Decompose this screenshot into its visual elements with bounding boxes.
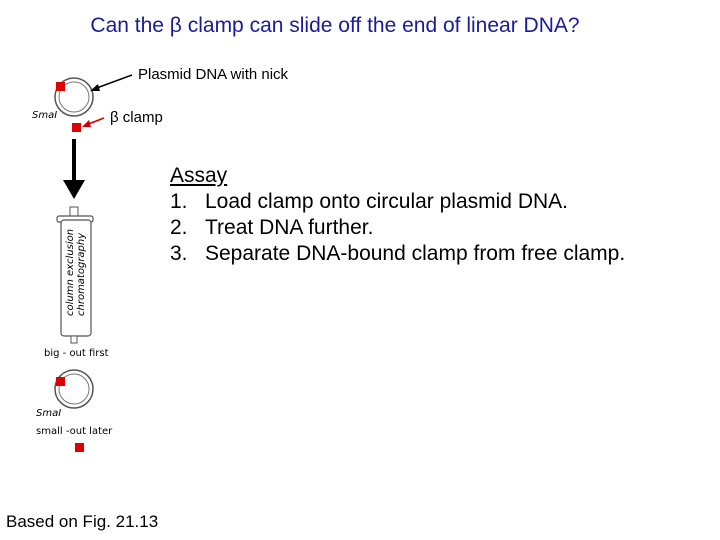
clamp-marker-top — [56, 82, 65, 91]
small-out-label: small -out later — [36, 426, 113, 437]
smai-label-bottom: SmaI — [36, 408, 61, 419]
clamp-marker-free-top — [72, 123, 81, 132]
assay-step: 2. Treat DNA further. — [170, 215, 625, 241]
smai-label-top: SmaI — [32, 110, 57, 121]
down-arrow-icon — [63, 139, 85, 199]
slide-title: Can the β clamp can slide off the end of… — [90, 14, 580, 37]
column-label-line1: column exclusion — [65, 229, 76, 316]
beta-clamp-label: β clamp — [110, 109, 163, 126]
step-text: Load clamp onto circular plasmid DNA. — [205, 190, 568, 213]
step-number: 1. — [170, 190, 188, 213]
chromatography-column: column exclusion chromatography — [56, 206, 94, 344]
big-out-label: big - out first — [44, 348, 109, 359]
plasmid-bottom — [54, 369, 94, 452]
clamp-pointer-arrow — [82, 117, 105, 127]
plasmid-top — [54, 77, 94, 132]
figure-reference: Based on Fig. 21.13 — [6, 512, 159, 531]
assay-step: 3. Separate DNA-bound clamp from free cl… — [170, 241, 625, 267]
assay-heading: Assay — [170, 164, 228, 187]
step-number: 3. — [170, 242, 188, 265]
step-text: Treat DNA further. — [205, 216, 374, 239]
clamp-marker-bound — [56, 377, 65, 386]
plasmid-label: Plasmid DNA with nick — [138, 66, 289, 83]
assay-step: 1. Load clamp onto circular plasmid DNA. — [170, 189, 625, 215]
plasmid-pointer-arrow — [90, 74, 133, 91]
column-label-line2: chromatography — [76, 232, 87, 316]
step-number: 2. — [170, 216, 188, 239]
step-text: Separate DNA-bound clamp from free clamp… — [205, 242, 626, 265]
clamp-marker-free-bottom — [75, 443, 84, 452]
assay-block: Assay 1. Load clamp onto circular plasmi… — [170, 163, 625, 267]
